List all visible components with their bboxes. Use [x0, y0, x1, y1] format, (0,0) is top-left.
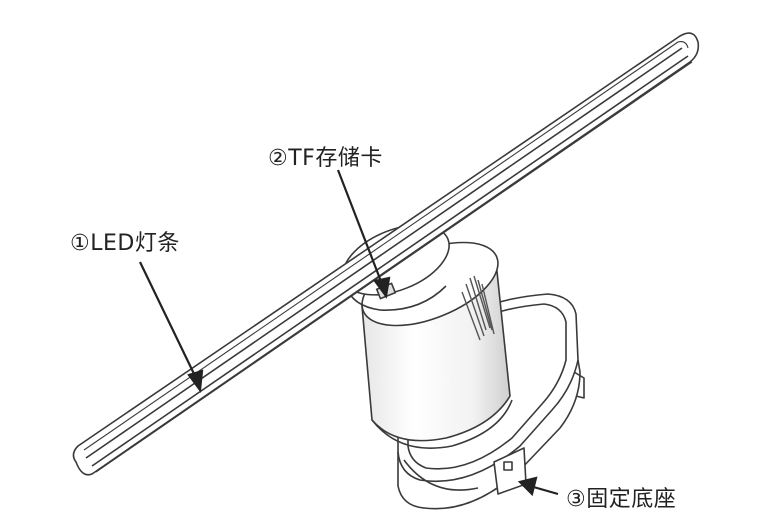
tf-leader-line — [336, 169, 384, 285]
led-blade — [72, 32, 700, 476]
label-led-strip: ①LED灯条 — [70, 231, 180, 256]
led-arrowhead — [187, 369, 204, 393]
tf-arrowhead — [373, 276, 391, 299]
vent-hatching — [461, 275, 495, 341]
label-tf-card: ②TF存储卡 — [268, 146, 383, 171]
led-leader-line — [139, 261, 197, 379]
base-arrowhead — [517, 476, 538, 497]
label-mounting-base: ③固定底座 — [566, 487, 677, 512]
leader-arrows — [139, 169, 559, 497]
